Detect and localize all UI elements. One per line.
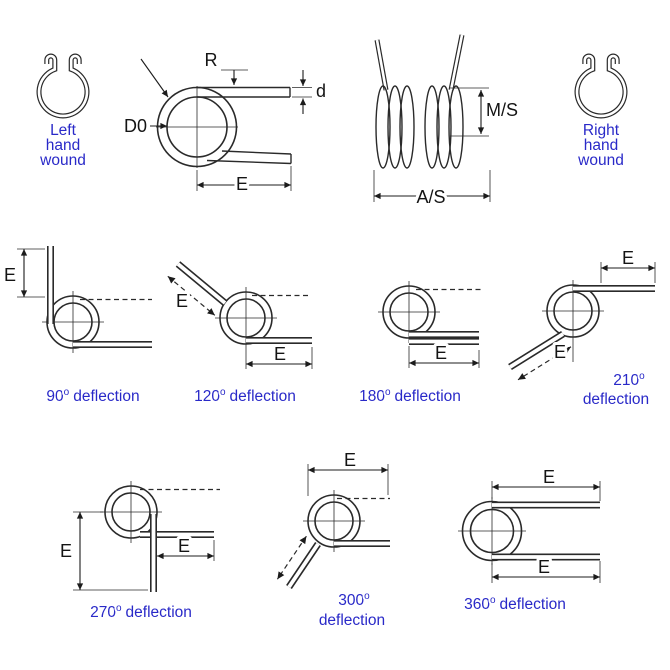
left-wound-spring-icon bbox=[36, 53, 90, 119]
e-label-main: E bbox=[236, 174, 248, 194]
left-wound-label: Left hand wound bbox=[37, 120, 88, 171]
e-label-90: E bbox=[4, 265, 16, 285]
side-view-coils bbox=[375, 85, 464, 169]
deflection-180-e-dimension: E bbox=[408, 340, 480, 368]
deflection-90-e-dimension: E bbox=[1, 248, 45, 298]
right-wound-line2: hand bbox=[584, 137, 618, 154]
deflection-360-e-dimension-top: E bbox=[491, 464, 601, 501]
side-view-legs bbox=[374, 34, 465, 91]
deflection-300-e-dimension-top: E bbox=[307, 447, 389, 496]
right-wound-spring-icon bbox=[574, 53, 628, 119]
deflection-210-leg-e-dimension: E bbox=[517, 339, 574, 381]
right-wound-line1: Right bbox=[583, 122, 620, 139]
main-top-leg bbox=[197, 86, 291, 98]
deflection-300-leg-dimension bbox=[276, 535, 307, 580]
deflection-360-e-dimension-bottom: E bbox=[491, 554, 601, 583]
deflection-210-label-angle: 210o bbox=[613, 371, 645, 389]
e-label-360-top: E bbox=[543, 467, 555, 487]
ms-dimension: M/S bbox=[450, 87, 521, 137]
deflection-210-label-word: deflection bbox=[583, 391, 649, 408]
e-label-120: E bbox=[274, 344, 286, 364]
d-dimension: d bbox=[292, 70, 329, 114]
e-label-270-right: E bbox=[178, 536, 190, 556]
e-label-300: E bbox=[344, 450, 356, 470]
r-label: R bbox=[205, 50, 218, 70]
e-label-210-leg: E bbox=[554, 342, 566, 362]
e-label-270-left: E bbox=[60, 541, 72, 561]
ms-label: M/S bbox=[486, 100, 518, 120]
d0-dimension: D0 bbox=[121, 113, 167, 139]
deflection-180-legs bbox=[409, 331, 479, 345]
main-coil bbox=[156, 86, 238, 168]
right-wound-label: Right hand wound bbox=[575, 120, 626, 171]
left-wound-line2: hand bbox=[46, 137, 80, 154]
deflection-270-e-dimension-right: E bbox=[157, 533, 215, 561]
deflection-270-e-dimension-left: E bbox=[57, 511, 148, 591]
e-label-180: E bbox=[435, 343, 447, 363]
left-wound-line1: Left bbox=[50, 122, 77, 139]
as-label: A/S bbox=[416, 187, 445, 207]
spring-side-view: M/S A/S bbox=[373, 34, 521, 210]
d-label: d bbox=[316, 81, 326, 101]
deflection-120-e-dimension: E bbox=[245, 341, 313, 369]
deflection-210-diagram: E E 210o deflection bbox=[508, 245, 656, 410]
deflection-300-angled-leg bbox=[286, 542, 321, 589]
e-label-360-bottom: E bbox=[538, 557, 550, 577]
r-dimension: R bbox=[140, 47, 248, 98]
deflection-300-diagram: E 300o deflection bbox=[276, 447, 390, 631]
main-spring-front-view: R d D0 E bbox=[121, 47, 329, 197]
d0-label: D0 bbox=[124, 116, 147, 136]
main-bottom-leg bbox=[206, 150, 292, 165]
e-label-210-top: E bbox=[622, 248, 634, 268]
e-dimension-main: E bbox=[196, 166, 292, 197]
deflection-300-label-word: deflection bbox=[319, 612, 385, 629]
left-wound-line3: wound bbox=[39, 152, 86, 169]
deflection-120-leg-e-dimension: E bbox=[167, 275, 216, 316]
deflection-300-label-angle: 300o bbox=[338, 591, 370, 609]
as-dimension: A/S bbox=[373, 170, 491, 210]
deflection-210-e-dimension-top: E bbox=[600, 245, 656, 283]
e-label-120-leg: E bbox=[176, 291, 188, 311]
right-wound-line3: wound bbox=[577, 152, 624, 169]
